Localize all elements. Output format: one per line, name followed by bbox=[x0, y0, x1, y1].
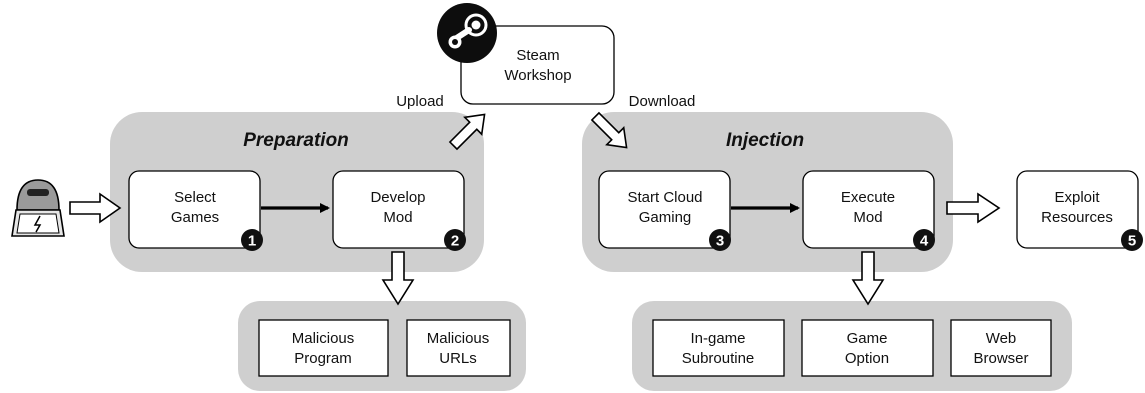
svg-text:Option: Option bbox=[845, 350, 889, 367]
develop-to-payloads-arrow bbox=[381, 251, 415, 306]
exploit-resources-label-line1: Exploit bbox=[1054, 189, 1100, 206]
steam-workshop-label-line2: Workshop bbox=[504, 67, 571, 84]
start-cloud-gaming-node: Start Cloud Gaming bbox=[598, 170, 731, 249]
develop-mod-node: Develop Mod bbox=[332, 170, 465, 249]
malicious-program-box: Malicious Program bbox=[258, 319, 389, 377]
upload-label: Upload bbox=[396, 93, 444, 110]
svg-text:2: 2 bbox=[451, 233, 459, 250]
hacker-laptop-icon bbox=[11, 179, 65, 237]
execute-mod-label-line1: Execute bbox=[841, 189, 895, 206]
preparation-title: Preparation bbox=[243, 130, 349, 151]
start-cloud-gaming-label-line1: Start Cloud bbox=[627, 189, 702, 206]
svg-text:Web: Web bbox=[986, 330, 1017, 347]
step-badge-3: 3 bbox=[709, 229, 731, 251]
exploit-resources-label-line2: Resources bbox=[1041, 209, 1113, 226]
malicious-urls-box: Malicious URLs bbox=[406, 319, 511, 377]
svg-text:URLs: URLs bbox=[439, 350, 477, 367]
step-badge-2: 2 bbox=[444, 229, 466, 251]
execute-to-vectors-arrow bbox=[851, 251, 885, 306]
select-games-label-line1: Select bbox=[174, 189, 217, 206]
exploit-resources-node: Exploit Resources bbox=[1016, 170, 1139, 249]
step-badge-1: 1 bbox=[241, 229, 263, 251]
svg-text:In-game: In-game bbox=[690, 330, 745, 347]
attacker-to-select-arrow bbox=[69, 192, 122, 224]
step-badge-5: 5 bbox=[1121, 229, 1143, 251]
select-games-node: Select Games bbox=[128, 170, 261, 249]
upload-arrow bbox=[448, 113, 486, 151]
svg-text:3: 3 bbox=[716, 233, 724, 250]
svg-text:Browser: Browser bbox=[973, 350, 1028, 367]
web-browser-box: Web Browser bbox=[950, 319, 1052, 377]
in-game-subroutine-box: In-game Subroutine bbox=[652, 319, 785, 377]
svg-text:4: 4 bbox=[920, 233, 929, 250]
download-arrow bbox=[590, 111, 628, 149]
download-label: Download bbox=[629, 93, 696, 110]
injection-title: Injection bbox=[726, 130, 804, 151]
injection-to-exploit-arrow bbox=[946, 192, 1001, 224]
steam-workshop-node: Steam Workshop bbox=[460, 25, 615, 105]
steam-logo-icon bbox=[437, 3, 497, 63]
svg-text:Malicious: Malicious bbox=[427, 330, 490, 347]
svg-text:Game: Game bbox=[847, 330, 888, 347]
develop-mod-label-line1: Develop bbox=[370, 189, 425, 206]
develop-mod-label-line2: Mod bbox=[383, 209, 412, 226]
step-badge-4: 4 bbox=[913, 229, 935, 251]
game-option-box: Game Option bbox=[801, 319, 934, 377]
svg-text:Malicious: Malicious bbox=[292, 330, 355, 347]
select-games-label-line2: Games bbox=[171, 209, 219, 226]
svg-text:Subroutine: Subroutine bbox=[682, 350, 755, 367]
steam-workshop-label-line1: Steam bbox=[516, 47, 559, 64]
start-cloud-gaming-label-line2: Gaming bbox=[639, 209, 692, 226]
svg-text:5: 5 bbox=[1128, 233, 1136, 250]
execute-mod-label-line2: Mod bbox=[853, 209, 882, 226]
svg-text:Program: Program bbox=[294, 350, 352, 367]
svg-text:1: 1 bbox=[248, 233, 256, 250]
execute-mod-node: Execute Mod bbox=[802, 170, 935, 249]
